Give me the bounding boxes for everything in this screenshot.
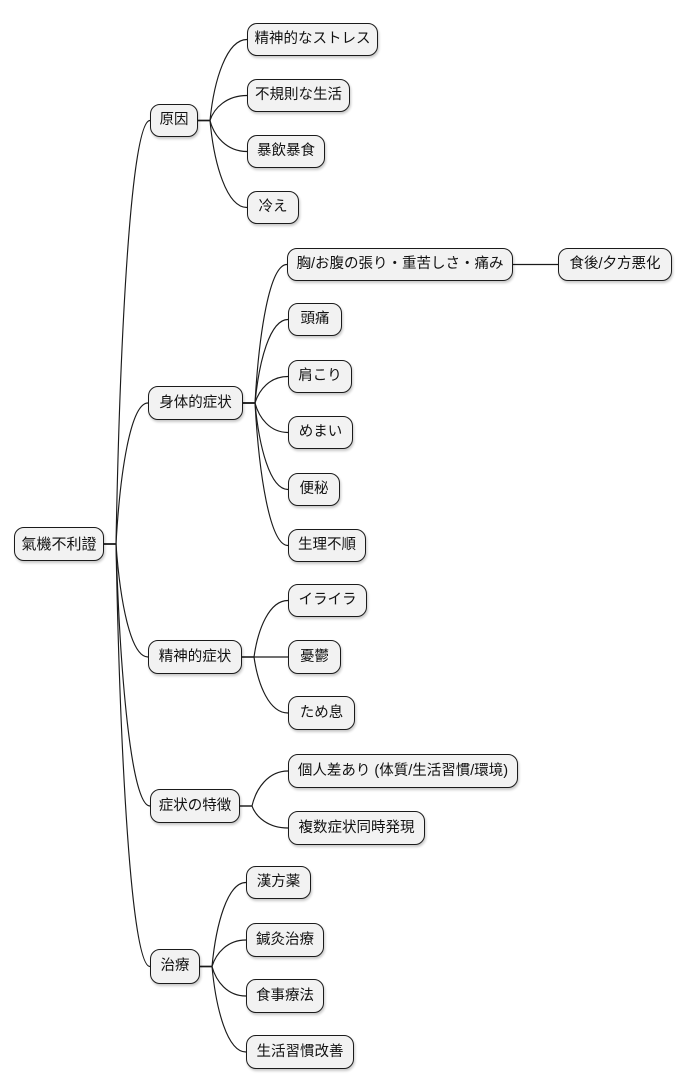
mindmap-node-cold: 冷え [247,191,299,224]
edge-mental-sighing [242,656,289,714]
edge-treatment-acupuncture [200,939,247,968]
mindmap-node-features: 症状の特徴 [150,789,240,823]
edge-physical-menstrual [243,402,289,547]
mindmap-node-sighing: ため息 [288,696,355,730]
mindmap-node-menstrual: 生理不順 [288,529,366,562]
mindmap-node-stiff-shoulders: 肩こり [288,360,352,393]
edge-features-multiple [240,805,289,829]
mindmap-node-causes: 原因 [150,104,198,137]
edge-root-causes [104,119,151,545]
edge-root-features [104,543,151,807]
mindmap-node-individual: 個人差あり (体質/生活習慣/環境) [288,754,518,788]
edge-treatment-diet [200,965,247,997]
edge-physical-constipation [243,402,289,491]
edge-causes-cold [198,119,248,209]
edge-causes-irregular-life [198,94,248,122]
edge-physical-dizziness [243,402,289,434]
edge-treatment-kampo [200,881,247,968]
mindmap-node-constipation: 便秘 [288,473,340,506]
mindmap-node-mental: 精神的症状 [148,640,242,674]
mindmap-node-overeating: 暴飲暴食 [247,135,325,168]
mindmap-node-irregular-life: 不規則な生活 [247,79,350,112]
mindmap-node-headache: 頭痛 [288,303,342,336]
edge-physical-stiff-shoulders [243,375,289,404]
mindmap-node-dizziness: めまい [288,416,353,449]
edge-root-physical [104,402,149,545]
mindmap-node-depression: 憂鬱 [288,640,341,674]
edge-root-mental [104,543,149,658]
edge-physical-chest-abdomen [243,263,288,404]
edge-root-treatment [104,543,151,968]
mindmap-node-treatment: 治療 [150,949,200,984]
mindmap-node-multiple: 複数症状同時発現 [288,811,425,845]
edge-causes-stress [198,38,248,122]
mindmap-node-irritability: イライラ [288,584,367,617]
mindmap-node-stress: 精神的なストレス [247,23,378,56]
mindmap-node-worse-after-meals: 食後/夕方悪化 [558,248,672,281]
mindmap-node-diet: 食事療法 [246,979,324,1013]
edge-treatment-lifestyle [200,965,247,1053]
edge-physical-headache [243,318,289,404]
mindmap-node-lifestyle: 生活習慣改善 [246,1035,354,1069]
edge-mental-irritability [242,599,289,658]
edge-causes-overeating [198,119,248,153]
edge-features-individual [240,770,289,807]
mindmap-node-acupuncture: 鍼灸治療 [246,923,324,957]
mindmap-node-root: 氣機不利證 [14,527,104,561]
mindmap-node-physical: 身体的症状 [148,386,243,420]
mindmap-node-kampo: 漢方薬 [246,866,311,899]
mindmap-node-chest-abdomen: 胸/お腹の張り・重苦しさ・痛み [287,248,513,281]
